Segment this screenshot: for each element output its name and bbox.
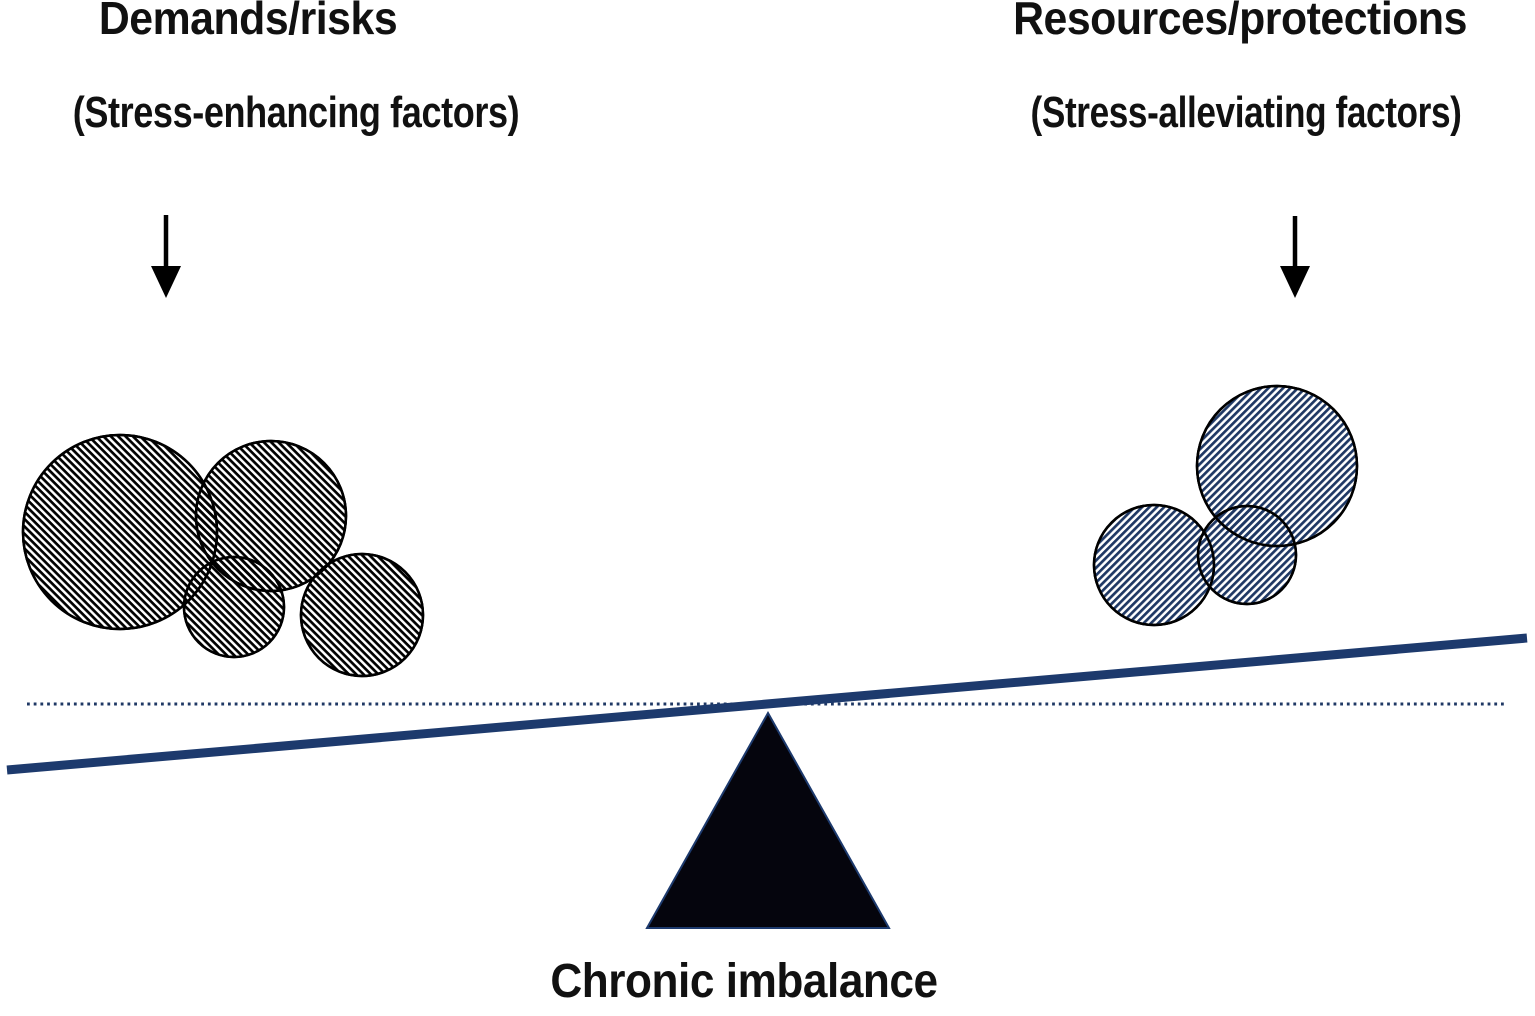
seesaw-beam xyxy=(6,633,1528,775)
left-subtitle: (Stress-enhancing factors) xyxy=(72,88,520,137)
left-title: Demands/risks xyxy=(98,0,398,44)
resources-circles-group xyxy=(1092,384,1359,627)
demands-circle-medium-outline xyxy=(194,439,348,593)
chronic-imbalance-label: Chronic imbalance xyxy=(550,955,938,1008)
resources-circle-middle-outline xyxy=(1196,504,1298,606)
fulcrum-triangle xyxy=(645,710,891,929)
demands-circles-group xyxy=(21,433,425,678)
demands-circle-right-outline xyxy=(299,552,425,678)
resources-circle-large-outline xyxy=(1195,384,1359,548)
demands-circle-large-outline xyxy=(21,433,219,631)
demands-circle-small-outline xyxy=(182,555,286,659)
right-down-arrow-icon xyxy=(1280,216,1310,298)
resources-circle-left-outline xyxy=(1092,503,1216,627)
right-title: Resources/protections xyxy=(1013,0,1467,44)
right-subtitle: (Stress-alleviating factors) xyxy=(1030,88,1462,137)
left-down-arrow-icon xyxy=(151,215,181,298)
